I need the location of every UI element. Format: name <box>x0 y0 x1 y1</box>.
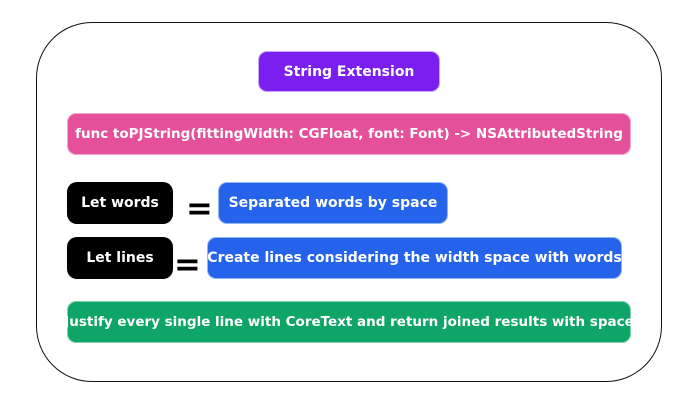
equals-sign-lines: = <box>174 245 201 283</box>
words-description-box: Separated words by space <box>218 182 448 224</box>
lines-description-box: Create lines considering the width space… <box>207 237 622 279</box>
function-signature-box: func toPJString(fittingWidth: CGFloat, f… <box>67 113 631 155</box>
lines-label-box: Let lines <box>67 237 173 279</box>
words-label-box: Let words <box>67 182 173 224</box>
final-step-box: Justify every single line with CoreText … <box>64 301 634 343</box>
title-box: String Extension <box>258 51 440 92</box>
equals-sign-words: = <box>186 189 213 227</box>
